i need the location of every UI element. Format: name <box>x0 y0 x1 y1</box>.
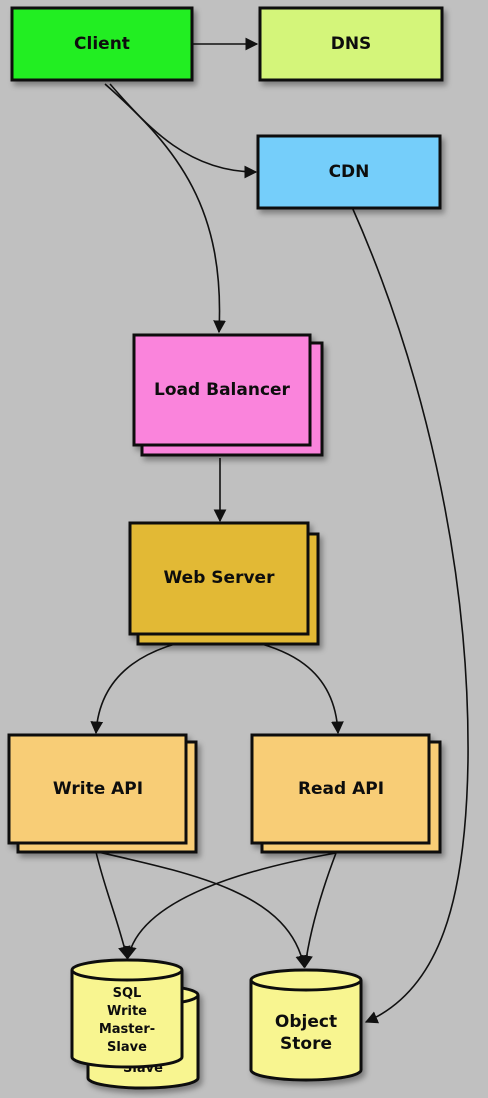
edge-read-api-object-store <box>300 852 337 969</box>
read-api-label: Read API <box>298 779 384 799</box>
sql-master-body <box>70 970 184 1069</box>
edge-web-server-write-api <box>90 635 213 735</box>
cdn-label: CDN <box>329 162 370 182</box>
edge-write-api-object-store <box>97 851 309 969</box>
object-store-label-line-1: Object <box>275 1012 337 1032</box>
dns-box <box>258 6 444 82</box>
edge-client-load-balancer <box>104 83 226 334</box>
client-node[interactable]: Client <box>10 6 194 82</box>
cdn-node[interactable]: CDN <box>256 134 442 210</box>
web-server-node[interactable]: Web Server <box>128 521 320 646</box>
object-store-label-line-2: Store <box>280 1034 332 1054</box>
client-label: Client <box>74 34 130 54</box>
edge-cdn-object-store <box>351 206 469 1024</box>
sql-label-line-1: SQL <box>113 986 142 1001</box>
dns-label: DNS <box>331 34 372 54</box>
read-api-node[interactable]: Read API <box>250 733 442 854</box>
write-api-node[interactable]: Write API <box>7 733 198 854</box>
sql-master-cylinder: SQL Write Master- Slave <box>70 958 184 1069</box>
object-store-body <box>249 980 363 1082</box>
cdn-box <box>256 134 442 210</box>
edge-write-api-sql <box>95 851 131 960</box>
web-server-box <box>128 521 310 636</box>
edge-web-server-read-api <box>221 635 344 735</box>
client-box <box>10 6 194 82</box>
web-server-label: Web Server <box>164 568 276 588</box>
load-balancer-node[interactable]: Load Balancer <box>132 333 324 457</box>
load-balancer-label: Load Balancer <box>154 380 291 400</box>
load-balancer-box <box>132 333 312 447</box>
object-store-top <box>249 968 363 992</box>
sql-master-top <box>70 958 184 982</box>
sql-label-line-3: Master- <box>99 1022 155 1037</box>
write-api-label: Write API <box>53 779 143 799</box>
read-api-box <box>250 733 431 845</box>
sql-label-line-4: Slave <box>107 1040 147 1055</box>
write-api-box <box>7 733 188 845</box>
edge-client-cdn <box>109 83 258 179</box>
sql-label-line-2: Write <box>107 1004 147 1019</box>
edge-read-api-sql <box>124 852 337 960</box>
dns-node[interactable]: DNS <box>258 6 444 82</box>
sql-database-node[interactable]: Slave SQL Write Master- Slave <box>70 958 200 1090</box>
object-store-node[interactable]: Object Store <box>249 968 363 1082</box>
